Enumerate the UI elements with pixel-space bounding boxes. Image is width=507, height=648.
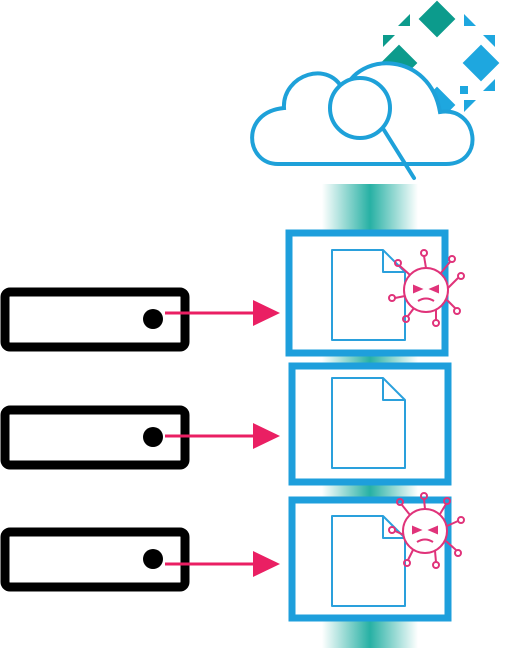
document-icon xyxy=(331,249,406,341)
source-drive-2 xyxy=(0,405,190,470)
document-icon xyxy=(331,377,406,469)
document-icon xyxy=(331,515,406,607)
source-drive-1 xyxy=(0,287,190,352)
transfer-arrow-2 xyxy=(165,423,280,449)
scan-frame-1 xyxy=(285,229,465,357)
source-drive-3 xyxy=(0,527,190,592)
scan-frame-2 xyxy=(288,362,452,486)
cloud-search-icon xyxy=(250,61,475,180)
scan-frame-3 xyxy=(288,492,465,622)
virus-icon xyxy=(388,492,465,569)
transfer-arrow-3 xyxy=(165,551,280,577)
transfer-arrow-1 xyxy=(165,300,280,326)
virus-icon xyxy=(388,249,465,327)
